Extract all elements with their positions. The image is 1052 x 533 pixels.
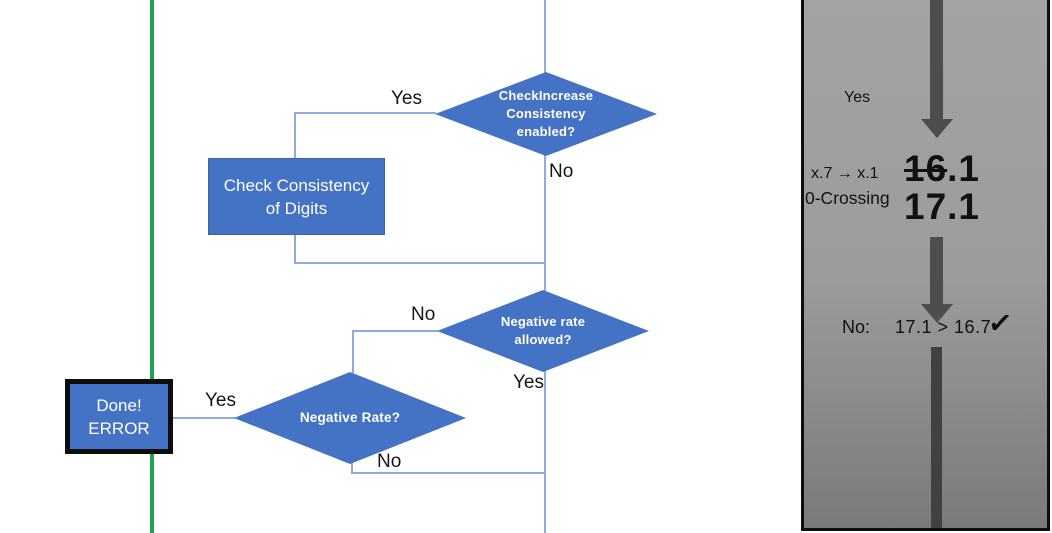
branch-label-no: No [549,161,574,182]
panel-old-value-rest: .1 [947,148,981,189]
decision-text-line: Negative Rate? [299,410,401,425]
connector-diamond1-no-down [544,155,546,291]
connector-into-diamond3 [352,330,354,373]
branch-label-yes: Yes [513,372,544,393]
process-text-line: Check Consistency [223,175,370,195]
panel-new-value: 17.1 [904,186,981,227]
decision-text-line: CheckIncrease [498,88,594,103]
connector-diamond3-yes-left [173,417,235,419]
down-arrow-icon [930,237,943,304]
terminal-text-line: Done! [96,395,142,415]
branch-label-yes: Yes [391,88,422,109]
panel-answer-label: No: [842,317,871,337]
process-check-consistency-of-digits: Check Consistency of Digits [208,158,385,235]
decision-check-increase-consistency: CheckIncrease Consistency enabled? [435,72,657,156]
down-arrow-head-icon [921,304,953,323]
decision-text-line: Negative rate [500,314,586,329]
decision-text-line: enabled? [516,124,576,139]
panel-old-value-struck: 16 [904,148,948,189]
decision-text-line: allowed? [514,332,572,347]
decision-text-line: Consistency [506,106,586,121]
connector-into-process-box [294,112,296,159]
panel-values: 16.1 17.1 [904,150,980,226]
branch-label-no: No [377,451,402,472]
panel-yes-label: Yes [844,89,871,106]
connector-diamond3-no-down [351,462,353,474]
connector-top-into-diamond1 [544,0,546,73]
connector-process-box-down [294,235,296,264]
connector-diamond2-no-left [354,330,438,332]
connector-diamond2-yes-down [544,371,546,533]
branch-label-no: No [411,304,436,325]
down-arrow-icon [930,0,943,119]
decision-negative-rate-allowed: Negative rate allowed? [437,290,649,372]
connector-rejoin-main [294,262,545,264]
panel-comparison: 17.1 > 16.7 [895,317,992,337]
decision-negative-rate: Negative Rate? [234,372,466,464]
example-trace-panel: Yes x.7 → x.1 0-Crossing 16.1 17.1 No: 1… [801,0,1050,531]
process-text-line: of Digits [265,198,328,218]
branch-label-yes: Yes [205,390,236,411]
panel-mapping-note: x.7 → x.1 [811,165,879,182]
green-guide-line [150,0,154,533]
down-arrow-head-icon [921,119,953,138]
connector-diamond1-yes-left [294,112,436,114]
terminal-done-error: Done! ERROR [65,379,173,454]
checkmark-icon: ✓ [986,306,1014,342]
connector-diamond3-rejoin [351,472,545,474]
panel-old-value: 16.1 [904,150,980,188]
down-arrow-shaft-icon [931,347,942,528]
panel-crossing-note: 0-Crossing [805,188,890,208]
terminal-text-line: ERROR [88,418,150,438]
